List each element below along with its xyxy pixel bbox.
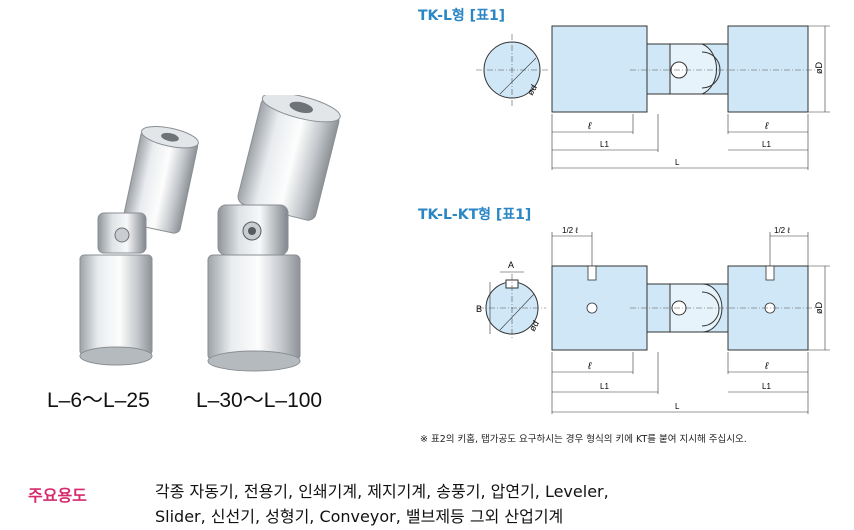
tk-l-kt-half-l-left: 1/2 ℓ <box>562 226 578 235</box>
tk-l-len-l1-left: L1 <box>600 140 609 149</box>
tk-l-kt-dia-small-label: ød <box>527 319 541 333</box>
tk-l-dimensions <box>551 25 830 170</box>
tk-l-kt-len-total: L <box>675 402 680 411</box>
tk-l-kt-drawing: A B ød 1/2 ℓ 1/2 ℓ ℓ <box>476 226 830 414</box>
usage-text: 각종 자동기, 전용기, 인쇄기계, 제지기계, 송풍기, 압연기, Level… <box>155 479 845 529</box>
footnote: ※ 표2의 키홈, 탭가공도 요구하시는 경우 형식의 키에 KT를 붙여 지시… <box>420 434 747 445</box>
tk-l-kt-dimensions <box>551 232 830 414</box>
tk-l-len-l1-right: L1 <box>762 140 771 149</box>
tk-l-len-total: L <box>675 158 680 167</box>
tk-l-kt-half-l-right: 1/2 ℓ <box>774 226 790 235</box>
tk-l-kt-end-view: A B ød <box>476 260 546 340</box>
product-caption-small: L–6～L–25 <box>47 389 150 412</box>
small-coupling-image <box>79 126 199 366</box>
tk-l-kt-dia-large-label: øD <box>814 302 824 314</box>
tk-l-len-l-right: ℓ <box>764 121 769 132</box>
tk-l-kt-key-b-label: B <box>476 304 482 314</box>
usage-label: 주요용도 <box>28 486 87 505</box>
tk-l-kt-len-l-right: ℓ <box>764 361 769 372</box>
usage-line-1: 각종 자동기, 전용기, 인쇄기계, 제지기계, 송풍기, 압연기, Level… <box>155 482 609 501</box>
tk-l-kt-len-l1-right: L1 <box>762 382 771 391</box>
tk-l-len-l-left: ℓ <box>587 121 592 132</box>
tk-l-kt-title: TK-L-KT형 [표1] <box>418 207 532 223</box>
tk-l-title: TK-L형 [표1] <box>418 8 506 24</box>
product-photo <box>79 95 341 372</box>
usage-line-2: Slider, 신선기, 성형기, Conveyor, 밸브제등 그외 산업기계 <box>155 507 564 526</box>
tk-l-kt-side-view <box>551 265 816 351</box>
tk-l-end-view: ød <box>476 34 548 106</box>
tk-l-side-view <box>551 25 816 113</box>
tk-l-kt-len-l1-left: L1 <box>600 382 609 391</box>
tk-l-kt-len-l-left: ℓ <box>587 361 592 372</box>
product-caption-large: L–30～L–100 <box>196 389 323 412</box>
tk-l-dia-large-label: øD <box>814 62 824 74</box>
tk-l-kt-key-a-label: A <box>508 260 514 270</box>
tk-l-dia-small-label: ød <box>525 83 539 97</box>
large-coupling-image <box>207 95 341 372</box>
tk-l-drawing: ød ℓ ℓ L1 L1 L øD <box>476 25 830 170</box>
